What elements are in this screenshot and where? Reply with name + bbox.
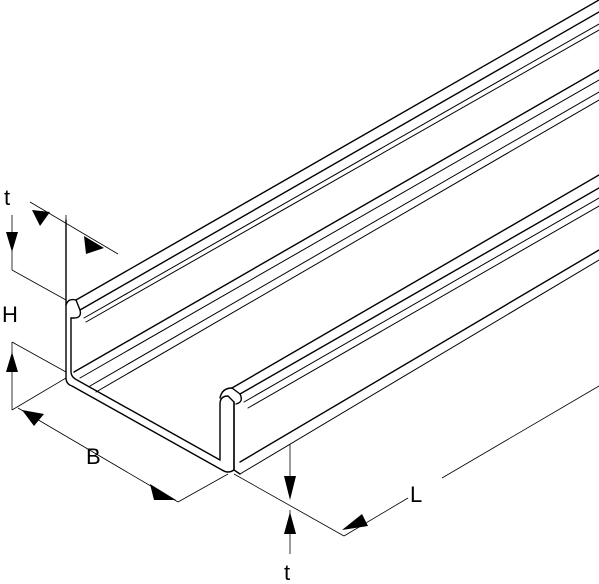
dimension-b: B — [11, 377, 229, 503]
left-wall-outer — [65, 219, 235, 473]
inner-groove-3 — [89, 91, 599, 387]
left-flange-edge-3 — [83, 23, 599, 319]
inner-groove-2 — [79, 79, 599, 379]
right-flange-edge-2 — [239, 187, 599, 395]
dimension-l: L — [233, 385, 599, 537]
left-wall-inner — [70, 317, 221, 461]
inner-groove-1 — [73, 69, 599, 373]
label-l: L — [410, 482, 422, 507]
right-wall-inner — [219, 395, 235, 471]
right-top-lip — [219, 387, 243, 405]
right-flange-edge-3 — [243, 197, 599, 403]
tray-profile — [65, 0, 599, 475]
left-top-lip — [65, 298, 82, 319]
dimension-t-top: t — [4, 185, 119, 301]
left-flange-edge-2 — [79, 11, 599, 311]
right-flange-edge-1 — [231, 174, 599, 389]
label-h: H — [2, 302, 18, 327]
left-flange-edge-4 — [85, 29, 599, 323]
label-b: B — [86, 444, 101, 469]
right-flange-edge-4 — [247, 205, 599, 409]
label-t-top: t — [4, 185, 10, 210]
dimension-t-bottom: t — [284, 444, 296, 584]
inner-groove-4 — [95, 99, 599, 393]
label-t-bottom: t — [284, 560, 290, 584]
left-flange-edge-1 — [75, 0, 599, 301]
dimension-h: H — [2, 302, 67, 410]
right-wall-outer — [233, 401, 241, 475]
right-outer-edge — [239, 249, 599, 463]
right-outer-edge-2 — [239, 259, 599, 475]
